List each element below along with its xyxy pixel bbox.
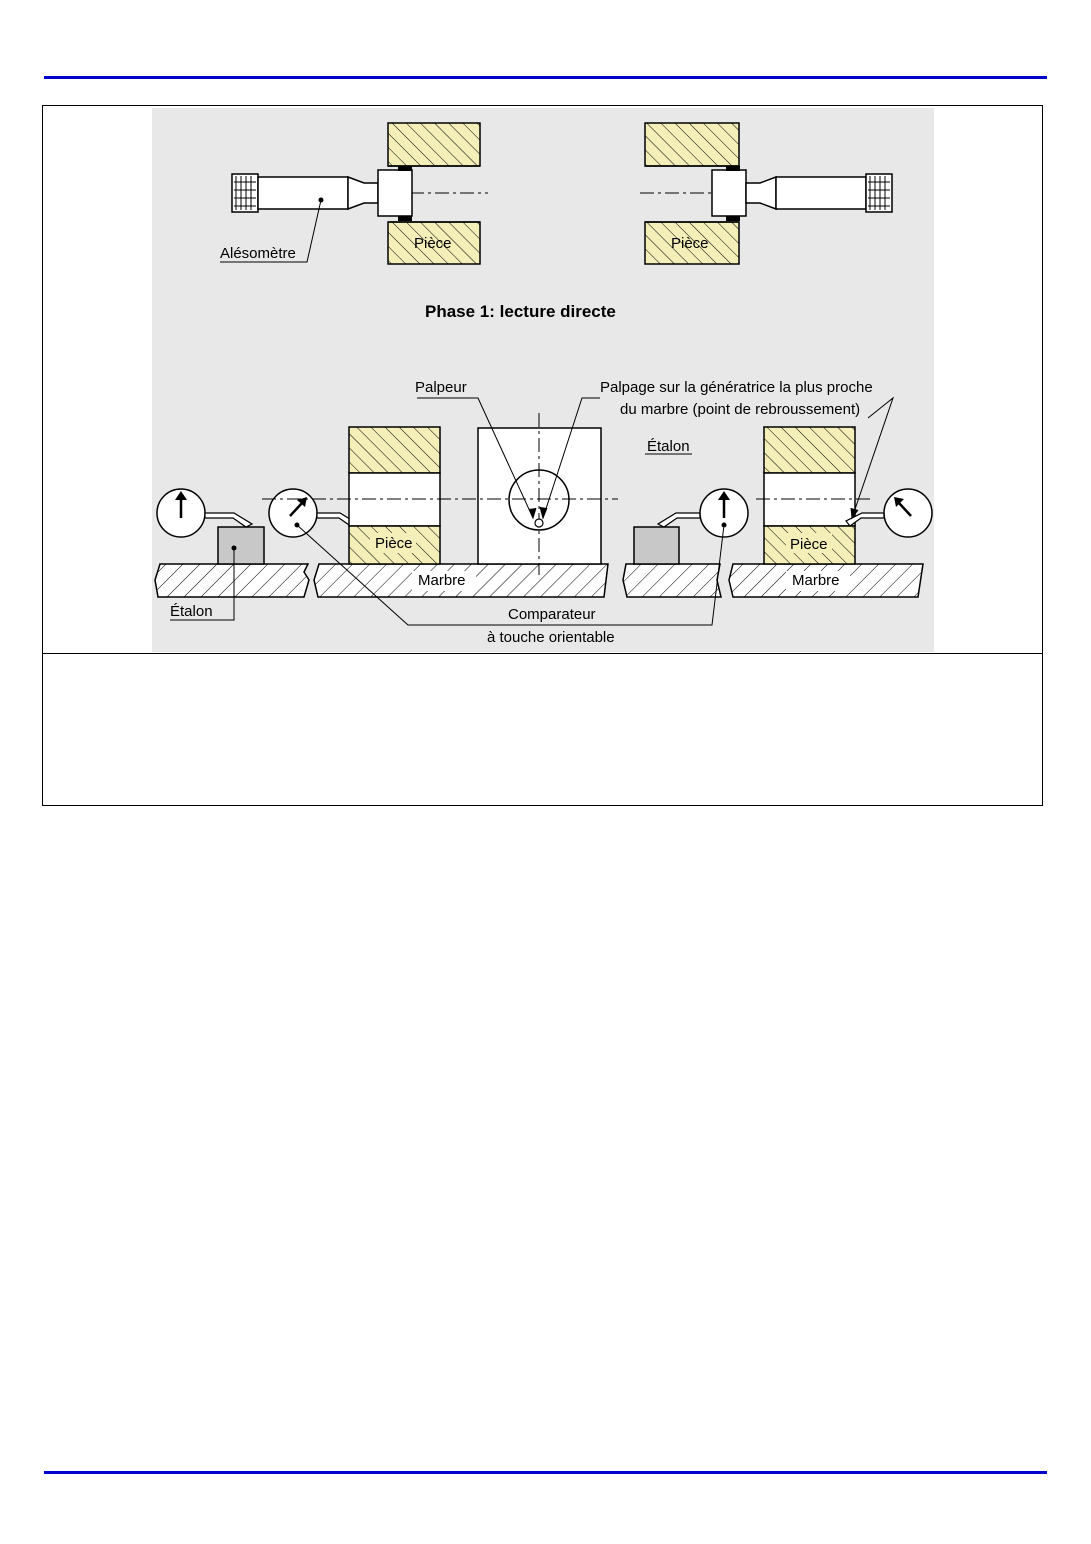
piece-left-bottom xyxy=(387,221,481,265)
piece-lower-right-label: Pièce xyxy=(790,536,828,553)
alesometre-right-body xyxy=(775,176,867,210)
alesometre-label: Alésomètre xyxy=(220,245,296,262)
piece-right-bottom xyxy=(644,221,740,265)
comparateur-label-line1: Comparateur xyxy=(508,606,596,623)
comparator-1 xyxy=(156,488,254,538)
header-rule xyxy=(44,76,1047,79)
measurement-diagram: Alésomètre Pièce Pièce Phase 1: lecture … xyxy=(152,108,934,652)
palpage-label-line1: Palpage sur la génératrice la plus proch… xyxy=(600,379,873,396)
marbre-label-1: Marbre xyxy=(418,572,466,589)
piece-left-label: Pièce xyxy=(414,235,452,252)
comparator-4 xyxy=(845,488,933,538)
phase1-left-setup: Alésomètre Pièce xyxy=(220,122,488,265)
piece-right-top xyxy=(644,122,740,167)
piece-lower-left: Pièce xyxy=(348,426,441,565)
alesometre-head xyxy=(377,169,413,217)
palpeur-label: Palpeur xyxy=(415,379,467,396)
piece-lower-left-label: Pièce xyxy=(375,535,413,552)
marbre-label-2: Marbre xyxy=(792,572,840,589)
alesometre-right-head xyxy=(711,169,747,217)
piece-right-label: Pièce xyxy=(671,235,709,252)
piece-left-top xyxy=(387,122,481,167)
phase1-title: Phase 1: lecture directe xyxy=(425,302,616,321)
figure-frame xyxy=(42,105,1043,806)
comparateur-label-line2: à touche orientable xyxy=(487,629,615,646)
etalon-block-left xyxy=(217,526,265,565)
etalon-block-right xyxy=(633,526,680,565)
piece-end-view xyxy=(477,413,602,575)
comparator-2 xyxy=(268,488,360,538)
palpage-label-line2: du marbre (point de rebroussement) xyxy=(620,401,860,418)
phase1-right-setup: Pièce xyxy=(640,122,893,265)
figure-divider xyxy=(43,653,1042,654)
piece-lower-right: Pièce xyxy=(756,426,870,565)
alesometre-body xyxy=(257,176,349,210)
footer-rule xyxy=(44,1471,1047,1474)
etalon-label-right: Étalon xyxy=(647,438,690,455)
etalon-label-left: Étalon xyxy=(170,603,213,620)
